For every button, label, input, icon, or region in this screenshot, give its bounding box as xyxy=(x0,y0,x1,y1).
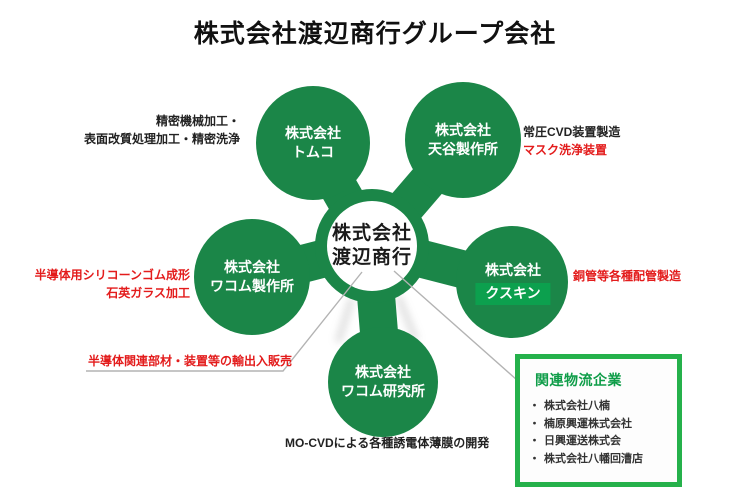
page-title: 株式会社渡辺商行グループ会社 xyxy=(193,20,557,48)
logistics-item: ・日興運送株式会 xyxy=(529,433,677,451)
circle-tomuko xyxy=(256,86,370,200)
circle-kusukin xyxy=(456,226,568,338)
label-tomuko: 株式会社 トムコ xyxy=(285,124,341,162)
label-amagai: 株式会社 天谷製作所 xyxy=(428,121,498,159)
bullet-icon: ・ xyxy=(529,452,540,465)
bullet-icon: ・ xyxy=(529,435,540,447)
label-wacom-lab: 株式会社 ワコム研究所 xyxy=(341,363,425,401)
note-kusukin: 銅管等各種配管製造 xyxy=(573,269,682,283)
label-amagai-line1: 株式会社 xyxy=(435,122,491,138)
center-core xyxy=(327,201,417,291)
logistics-item-label: 株式会社八幡回漕店 xyxy=(544,452,643,465)
label-wacom-factory-line2: ワコム製作所 xyxy=(210,278,294,294)
note-wacom-factory-line2: 石英ガラス加工 xyxy=(106,286,190,300)
center-company-line2: 渡辺商行 xyxy=(331,247,413,268)
bullet-icon: ・ xyxy=(529,417,540,430)
logistics-box-title: 関連物流企業 xyxy=(535,372,622,388)
logistics-list: ・株式会社八楠 ・楠原興運株式会社 ・日興運送株式会 ・株式会社八幡回漕店 xyxy=(520,398,677,468)
logistics-item-label: 株式会社八楠 xyxy=(544,400,610,412)
logistics-item-label: 日興運送株式会 xyxy=(544,435,621,447)
note-amagai: 常圧CVD装置製造 マスク洗浄装置 xyxy=(523,123,620,159)
center-company-label: 株式会社 渡辺商行 xyxy=(332,222,412,270)
note-amagai-black: 常圧CVD装置製造 xyxy=(523,125,621,139)
circle-wacom-factory xyxy=(194,219,310,335)
logistics-item: ・楠原興運株式会社 xyxy=(529,416,677,434)
note-trade: 半導体関連部材・装置等の輸出入販売 xyxy=(88,354,293,368)
logistics-item-label: 楠原興運株式会社 xyxy=(544,417,632,430)
callout-line-trade xyxy=(86,271,363,372)
kusukin-badge: クスキン xyxy=(475,283,551,305)
stem-shadows xyxy=(335,294,419,343)
logistics-item: ・株式会社八楠 xyxy=(529,398,677,416)
callout-line-logistics xyxy=(393,270,518,381)
note-tomuko-line1: 精密機械加工・ xyxy=(155,114,240,128)
circle-amagai xyxy=(405,82,521,198)
note-tomuko: 精密機械加工・ 表面改質処理加工・精密洗浄 xyxy=(84,112,240,148)
logistics-item: ・株式会社八幡回漕店 xyxy=(529,451,677,469)
note-mocvd: MO-CVDによる各種誘電体薄膜の開発 xyxy=(285,436,490,450)
label-wacom-lab-line2: ワコム研究所 xyxy=(341,383,425,399)
circle-wacom-lab xyxy=(328,327,438,437)
logistics-box: 関連物流企業 ・株式会社八楠 ・楠原興運株式会社 ・日興運送株式会 ・株式会社八… xyxy=(515,354,682,487)
label-wacom-factory-line1: 株式会社 xyxy=(224,259,280,275)
label-amagai-line2: 天谷製作所 xyxy=(428,141,498,157)
bullet-icon: ・ xyxy=(529,400,540,412)
center-company-line1: 株式会社 xyxy=(331,223,413,244)
note-wacom-factory-line1: 半導体用シリコーンゴム成形 xyxy=(34,268,190,282)
label-tomuko-line2: トムコ xyxy=(292,144,334,160)
label-wacom-lab-line1: 株式会社 xyxy=(355,364,411,380)
label-kusukin: 株式会社 クスキン xyxy=(475,261,551,305)
label-tomuko-line1: 株式会社 xyxy=(285,125,341,141)
label-wacom-factory: 株式会社 ワコム製作所 xyxy=(210,258,294,296)
note-amagai-red: マスク洗浄装置 xyxy=(523,143,608,157)
note-wacom-factory: 半導体用シリコーンゴム成形 石英ガラス加工 xyxy=(35,266,190,302)
note-tomuko-line2: 表面改質処理加工・精密洗浄 xyxy=(83,132,240,146)
label-kusukin-line1: 株式会社 xyxy=(484,262,541,278)
